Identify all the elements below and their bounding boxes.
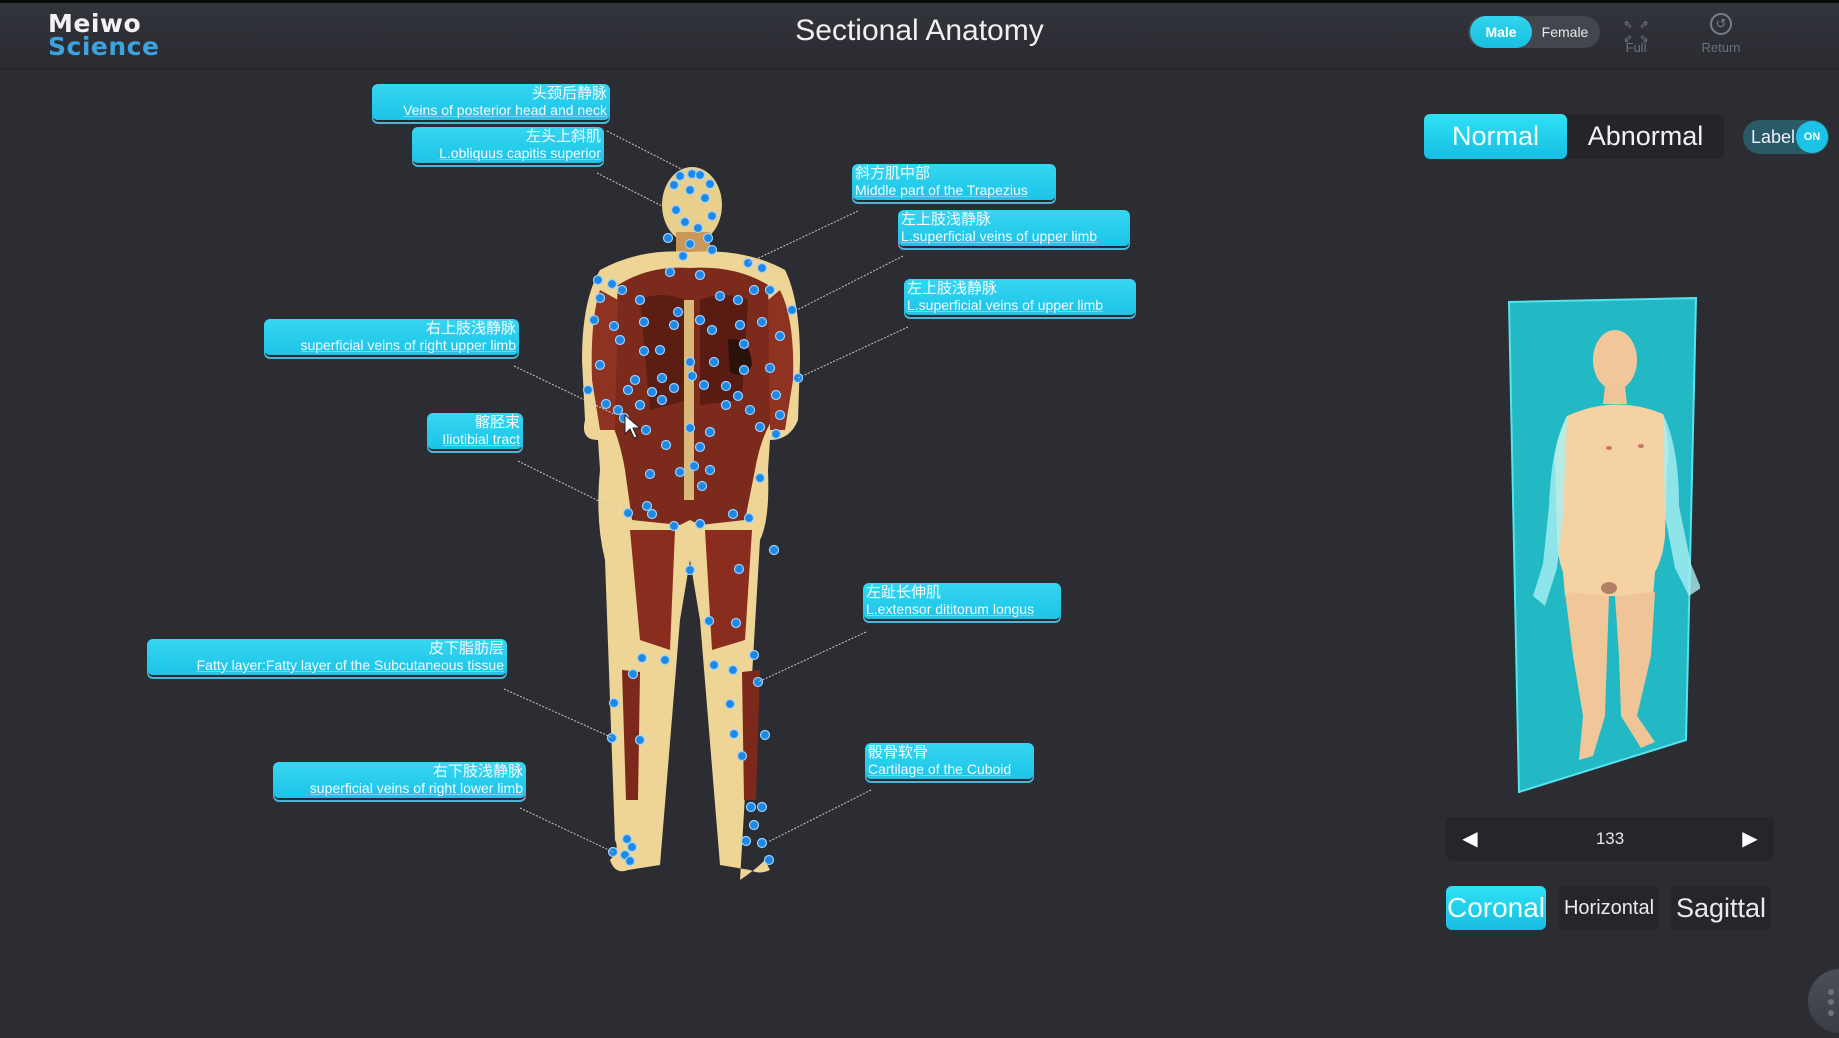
label-obliquus-capitis-superior[interactable]: 左头上斜肌 L.obliquus capitis superior — [412, 127, 604, 163]
return-icon: ↺ — [1688, 8, 1754, 40]
label-superficial-veins-right-upper-limb[interactable]: 右上肢浅静脉 superficial veins of right upper … — [264, 319, 519, 355]
gender-male-button[interactable]: Male — [1470, 16, 1532, 48]
slice-index: 133 — [1595, 829, 1625, 848]
sagittal-button[interactable]: Sagittal — [1671, 886, 1771, 930]
logo-line2: Science — [48, 32, 160, 61]
anatomy-markers[interactable] — [582, 168, 804, 867]
fullscreen-icon: ⇖⇗⇙⇘ — [1623, 19, 1649, 45]
header-bar: Meiwo Science Sectional Anatomy Male Fem… — [0, 0, 1839, 70]
logo-line1: Meiwo — [48, 9, 142, 38]
label-iliotibial-tract[interactable]: 髂胫束 Iliotibial tract — [427, 413, 523, 449]
normal-button[interactable]: Normal — [1424, 114, 1567, 159]
label-l-superficial-veins-upper-limb-1[interactable]: 左上肢浅静脉 L.superficial veins of upper limb — [898, 210, 1130, 246]
full-label: Full — [1625, 40, 1647, 55]
more-dot-3 — [1828, 1010, 1834, 1016]
label-toggle-knob: ON — [1796, 121, 1828, 153]
mode-switch[interactable]: Normal Abnormal — [1424, 114, 1724, 159]
abnormal-button[interactable]: Abnormal — [1587, 121, 1704, 151]
prev-slice-button[interactable]: ◀ — [1462, 828, 1478, 850]
mouse-cursor — [624, 413, 642, 445]
slice-navigator: ◀ 133 ▶ — [1446, 817, 1774, 861]
label-leader-lines — [503, 130, 909, 853]
label-toggle[interactable]: Label ON — [1743, 120, 1829, 154]
human-model-figure — [1533, 330, 1700, 760]
logo: Meiwo Science — [48, 9, 160, 61]
return-label: Return — [1701, 40, 1741, 55]
section-plane-preview[interactable] — [1505, 296, 1700, 796]
label-l-superficial-veins-upper-limb-2[interactable]: 左上肢浅静脉 L.superficial veins of upper limb — [904, 279, 1136, 315]
coronal-button[interactable]: Coronal — [1446, 886, 1546, 930]
more-dots-icon — [1828, 989, 1834, 995]
full-button[interactable]: ⇖⇗⇙⇘ Full — [1616, 8, 1656, 56]
label-cartilage-cuboid[interactable]: 骰骨软骨 Cartilage of the Cuboid — [865, 743, 1034, 779]
top-strip — [0, 0, 1839, 3]
next-slice-button[interactable]: ▶ — [1742, 828, 1758, 850]
label-toggle-text: Label — [1751, 127, 1796, 147]
gender-female-button[interactable]: Female — [1541, 24, 1589, 40]
horizontal-button[interactable]: Horizontal — [1559, 886, 1659, 930]
more-dot-2 — [1828, 999, 1834, 1005]
label-middle-trapezius[interactable]: 斜方肌中部 Middle part of the Trapezius — [852, 164, 1056, 200]
label-veins-posterior-head-neck[interactable]: 头颈后静脉 Veins of posterior head and neck — [372, 84, 610, 120]
page-title: Sectional Anatomy — [795, 14, 1044, 47]
label-subcutaneous-fatty-layer[interactable]: 皮下脂肪层 Fatty layer:Fatty layer of the Sub… — [147, 639, 507, 675]
return-button[interactable]: ↺ Return — [1688, 8, 1754, 55]
label-extensor-digitorum-longus[interactable]: 左趾长伸肌 L.extensor dititorum longus — [863, 583, 1061, 619]
label-superficial-veins-right-lower-limb[interactable]: 右下肢浅静脉 superficial veins of right lower … — [273, 762, 526, 798]
coronal-section-body — [582, 167, 800, 880]
gender-switch[interactable]: Male Female — [1468, 16, 1600, 48]
